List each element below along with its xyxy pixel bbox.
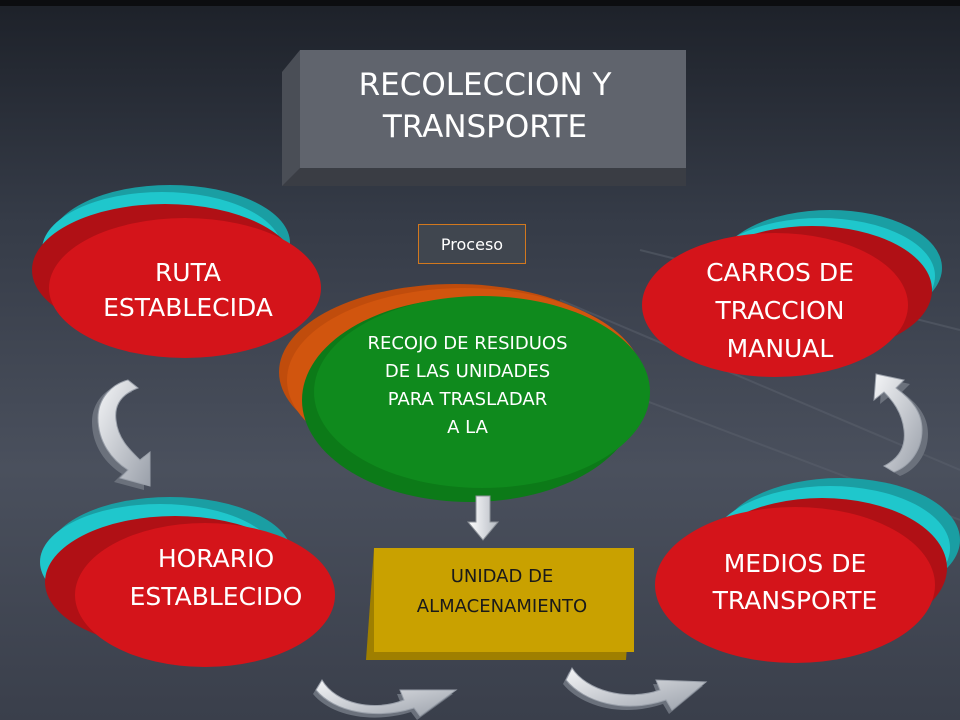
top-bar — [0, 0, 960, 6]
diagram-title: RECOLECCION Y TRANSPORTE — [358, 67, 612, 145]
horario-establecido-label: HORARIO ESTABLECIDO — [129, 544, 303, 611]
down-arrow-icon — [466, 495, 500, 541]
node-medios-transporte — [655, 478, 960, 663]
node-carros-traccion — [642, 210, 942, 377]
node-horario-establecido — [40, 497, 335, 667]
curved-arrow-bottom-left-icon — [313, 679, 458, 720]
unidad-almacenamiento-label: UNIDAD DE ALMACENAMIENTO — [416, 566, 588, 617]
curved-arrow-bottom-right-icon — [563, 666, 708, 714]
recojo-residuos-label: RECOJO DE RESIDUOS DE LAS UNIDADES PARA … — [367, 333, 568, 438]
ruta-establecida-label: RUTA ESTABLECIDA — [103, 258, 273, 322]
medios-transporte-label: MEDIOS DE TRANSPORTE — [712, 549, 878, 615]
curved-arrow-left-icon — [92, 379, 151, 490]
proceso-tag: Proceso — [418, 224, 526, 264]
title-box — [282, 50, 686, 186]
carros-traccion-label: CARROS DE TRACCION MANUAL — [706, 258, 854, 363]
curved-arrow-right-icon — [873, 373, 928, 476]
node-ruta-establecida — [32, 185, 321, 358]
node-recojo-residuos — [279, 284, 650, 502]
node-unidad-almacenamiento — [366, 548, 634, 660]
